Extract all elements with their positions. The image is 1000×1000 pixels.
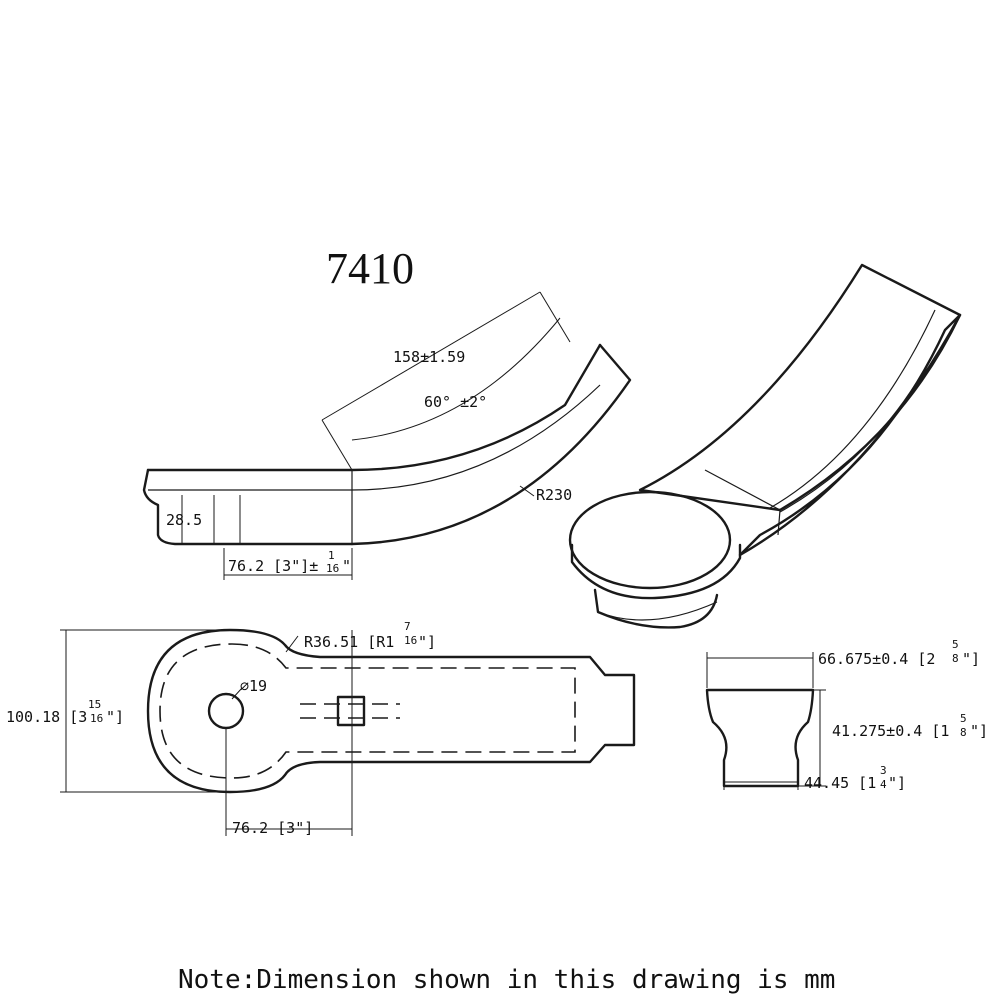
cap-body [570,543,742,600]
top-view-outline [146,628,636,794]
svg-text:7: 7 [404,620,411,633]
svg-text:"]: "] [106,708,124,726]
cap-profile-outline [705,688,815,788]
side-view-rail-top [146,343,602,472]
top-view: 100.18 [3 15 16 "] R36.51 [R1 7 16 "] ⌀1… [6,620,636,837]
side-view-arc-outer [350,343,632,546]
center-slot [336,695,366,727]
side-view-rail-profile [142,468,354,546]
hole-diameter-label: ⌀19 [240,677,267,695]
drawing-title: 7410 [326,244,414,293]
svg-text:"]: "] [970,722,988,740]
side-view-inner-line [148,384,601,491]
height-label: 28.5 [166,511,202,529]
overall-height-label: 100.18 [3 [6,708,87,726]
svg-text:3: 3 [880,764,887,777]
svg-text:5: 5 [960,712,967,725]
rail-side-face [738,313,962,557]
cap-base [593,588,719,629]
svg-text:8: 8 [960,726,967,739]
cap-profile-view: 66.675±0.4 [2 5 8 "] 41.275±0.4 [1 5 8 "… [705,638,988,792]
svg-text:"]: "] [418,633,436,651]
svg-text:": " [342,557,351,575]
cap-top-width-label: 66.675±0.4 [2 [818,650,935,668]
offset-label: 76.2 [3"] [232,819,313,837]
cap-top [568,490,732,590]
dimension-note: Note:Dimension shown in this drawing is … [178,965,835,995]
svg-text:5: 5 [952,638,959,651]
svg-text:15: 15 [88,698,101,711]
width-label: 76.2 [3"]± [228,557,318,575]
arc-length-label: 158±1.59 [393,348,465,366]
svg-text:8: 8 [952,652,959,665]
radius-label: R230 [536,486,572,504]
cap-height-label: 41.275±0.4 [1 [832,722,949,740]
perspective-view [568,263,962,629]
svg-text:"]: "] [962,650,980,668]
svg-text:1: 1 [328,549,335,562]
svg-text:4: 4 [880,778,887,791]
angle-label: 60° ±2° [424,393,487,411]
svg-text:"]: "] [888,774,906,792]
rail-upper-surface [638,263,962,512]
mounting-hole [207,692,245,730]
corner-radius-label: R36.51 [R1 [304,633,394,651]
svg-text:16: 16 [404,634,417,647]
svg-text:16: 16 [326,562,339,575]
svg-text:16: 16 [90,712,103,725]
cap-bottom-width-label: 44.45 [1 [804,774,876,792]
top-view-hidden-edge [159,643,576,779]
side-view: 158±1.59 60° ±2° R230 28.5 76.2 [3"]± 1 … [142,291,632,580]
